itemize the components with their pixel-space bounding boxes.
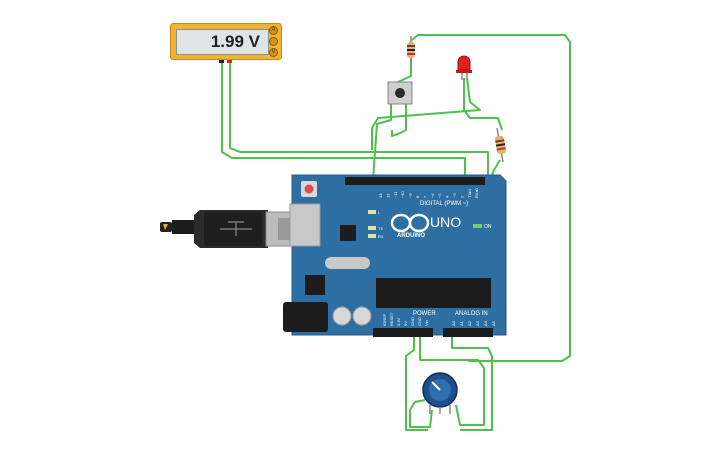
l-label: L xyxy=(378,210,381,215)
multimeter-probes xyxy=(219,58,232,63)
power-pin-label-4: GND xyxy=(410,317,415,326)
usb-port[interactable] xyxy=(289,203,321,247)
wire-pot-left[interactable] xyxy=(409,399,433,428)
digital-pin-label-12: TX▸1 xyxy=(467,188,472,198)
digital-pin-label-1: 12 xyxy=(385,193,390,198)
wire-led-res[interactable] xyxy=(463,78,503,131)
wire-multimeter-v[interactable] xyxy=(229,62,489,180)
digital-header-label: DIGITAL (PWM ~) xyxy=(420,201,468,207)
digital-pin-label-3: ~10 xyxy=(400,190,405,198)
power-label: POWER xyxy=(413,311,436,317)
resistor-2[interactable] xyxy=(494,127,507,163)
power-header[interactable] xyxy=(373,328,433,337)
analog-header[interactable] xyxy=(443,328,493,337)
wire-pot-wiper[interactable] xyxy=(451,336,493,431)
terminal-com[interactable] xyxy=(269,37,278,46)
board-model: UNO xyxy=(430,214,461,230)
led-l xyxy=(368,210,376,214)
digital-pin-label-9: 4 xyxy=(445,195,450,198)
red-led[interactable] xyxy=(456,55,472,80)
analog-pin-label-1: A1 xyxy=(459,320,464,326)
usb-cable-icon xyxy=(160,210,313,248)
power-pin-label-2: 3.3V xyxy=(396,317,401,326)
wire-button-pin[interactable] xyxy=(391,104,407,137)
power-pin-label-6: Vin xyxy=(424,320,429,326)
arduino-uno-board[interactable]: UNO ARDUINO DIGITAL (PWM ~) POWER ANALOG… xyxy=(283,174,507,337)
atmega-chip xyxy=(376,278,491,308)
multimeter-display: 1.99 V xyxy=(176,29,269,55)
wire-led-gnd[interactable] xyxy=(371,77,481,150)
power-pin-label-3: 5V xyxy=(403,321,408,326)
on-label: ON xyxy=(484,224,492,230)
analog-pin-label-5: A5 xyxy=(491,320,496,326)
capacitor-2 xyxy=(352,306,372,326)
wire-multimeter-com[interactable] xyxy=(221,62,466,180)
terminal-v[interactable]: V xyxy=(269,48,278,57)
potentiometer[interactable] xyxy=(422,372,458,414)
analog-label: ANALOG IN xyxy=(455,311,488,317)
led-rx xyxy=(368,234,376,238)
power-jack[interactable] xyxy=(283,302,328,332)
wire-top-5v[interactable] xyxy=(411,34,571,362)
digital-header[interactable] xyxy=(345,177,485,185)
wire-button-gnd[interactable] xyxy=(372,104,392,181)
led-tx xyxy=(368,226,376,230)
rx-label: RX xyxy=(378,234,384,239)
wires xyxy=(221,34,571,431)
analog-pin-label-2: A2 xyxy=(467,320,472,326)
arduino-logo-icon xyxy=(390,213,430,233)
tx-label: TX xyxy=(378,226,383,231)
analog-pin-label-0: A0 xyxy=(451,320,456,326)
resistor-1[interactable] xyxy=(407,36,415,62)
crystal xyxy=(325,257,370,269)
led-on xyxy=(473,224,482,228)
power-pin-label-0: IOREF xyxy=(382,313,387,326)
capacitor-1 xyxy=(332,306,352,326)
digital-pin-label-7: ~6 xyxy=(430,193,435,198)
digital-pin-label-13: RX◂0 xyxy=(474,187,479,198)
reset-button-cap xyxy=(304,184,314,194)
digital-pin-label-6: 7 xyxy=(422,195,427,198)
multimeter[interactable]: 1.99 V A V xyxy=(170,23,282,60)
regulator xyxy=(305,275,325,295)
digital-pin-label-0: 13 xyxy=(378,193,383,198)
wire-pot-5v[interactable] xyxy=(405,336,428,431)
board-brand: ARDUINO xyxy=(397,233,425,239)
terminal-a[interactable]: A xyxy=(269,26,278,35)
digital-pin-label-10: ~3 xyxy=(452,193,457,198)
power-pin-label-1: RESET xyxy=(389,312,394,326)
digital-pin-label-2: ~11 xyxy=(393,191,398,198)
analog-pin-label-3: A3 xyxy=(475,320,480,326)
wire-pot-gnd[interactable] xyxy=(419,336,485,426)
digital-pin-label-4: ~9 xyxy=(408,193,413,198)
analog-pin-label-4: A4 xyxy=(483,320,488,326)
digital-pin-label-5: 8 xyxy=(415,195,420,198)
pushbutton[interactable] xyxy=(387,81,413,108)
usb-chip xyxy=(340,225,356,241)
power-pin-label-5: GND xyxy=(417,317,422,326)
digital-pin-label-8: ~5 xyxy=(437,193,442,198)
digital-pin-label-11: 2 xyxy=(459,195,464,198)
